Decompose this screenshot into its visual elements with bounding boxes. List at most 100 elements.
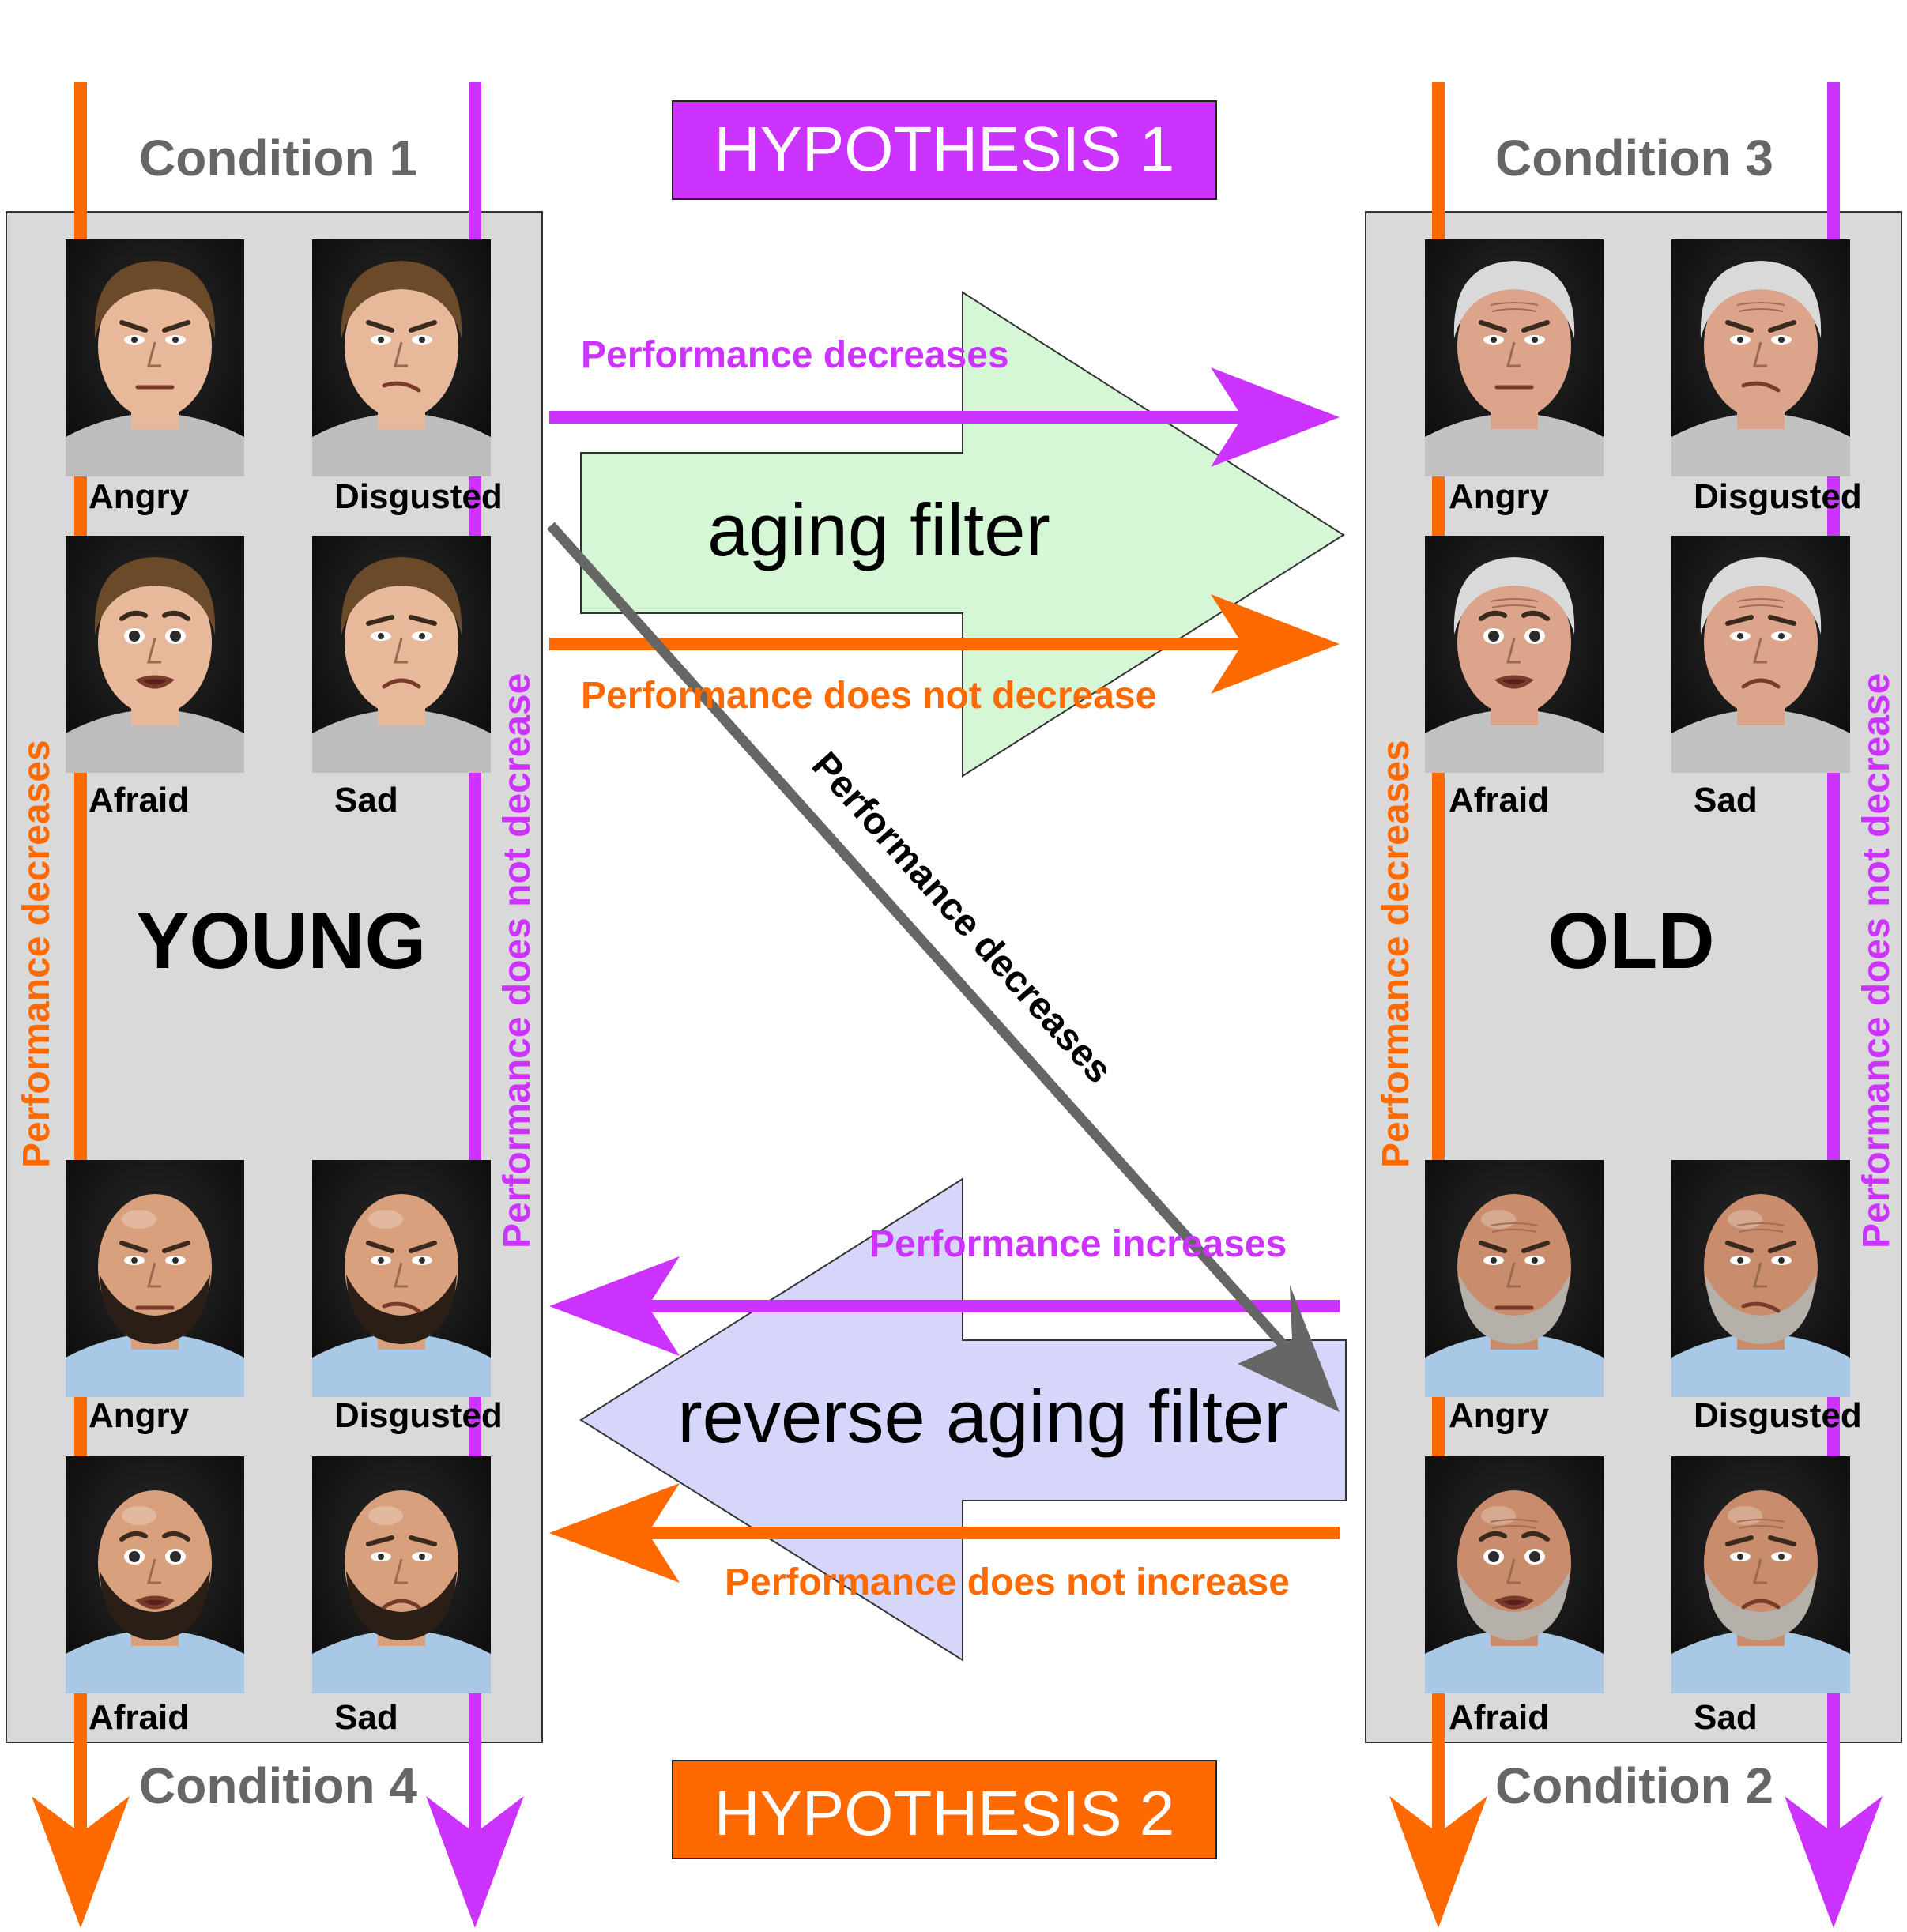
pupil: [378, 337, 384, 343]
nose: [1753, 341, 1767, 367]
label-old1-sad: Sad: [1694, 781, 1758, 819]
nose: [1753, 1558, 1767, 1584]
label-young2-sad: Sad: [334, 1698, 398, 1737]
label-young1-sad: Sad: [334, 781, 398, 819]
mouth: [382, 1599, 421, 1610]
hair: [94, 557, 216, 635]
pupil: [131, 337, 138, 343]
diagonal-arrow-line: [547, 522, 1300, 1363]
mouth: [1741, 1599, 1781, 1610]
brow: [1521, 610, 1550, 621]
right-purple-label: Performance does not decrease: [1856, 673, 1898, 1248]
brow: [1479, 610, 1507, 621]
head-highlight: [122, 1506, 156, 1525]
brow: [409, 615, 437, 626]
brow: [1768, 1241, 1796, 1253]
wrinkles: [1490, 1519, 1539, 1529]
hair: [1700, 557, 1822, 635]
right-orange-label: Performance decreases: [1375, 740, 1417, 1168]
label-old2-afraid: Afraid: [1449, 1698, 1549, 1737]
head-highlight: [1481, 1506, 1516, 1525]
brow: [366, 1535, 394, 1546]
brow: [366, 1241, 394, 1253]
perf-increases-label: Performance increases: [869, 1223, 1287, 1265]
h1-orange-arrowhead: [1211, 594, 1340, 694]
face-young2-sad: [312, 1456, 491, 1693]
pupil: [419, 337, 425, 343]
brow: [409, 1241, 437, 1253]
head-highlight: [1481, 1210, 1516, 1229]
condition-3-label: Condition 3: [1495, 130, 1773, 186]
nose: [1753, 638, 1767, 664]
face-young1-afraid: [66, 536, 244, 773]
brow: [1725, 615, 1754, 626]
face-photos: [66, 239, 1850, 1693]
pupil: [378, 1257, 384, 1264]
wrinkles: [1736, 1222, 1785, 1233]
condition-1-label: Condition 1: [139, 130, 417, 186]
beard: [100, 1275, 210, 1344]
reverse-aging-filter-arrow: [579, 1177, 1347, 1662]
pupil: [1778, 1257, 1785, 1264]
shirt: [66, 1334, 244, 1397]
hair: [1700, 261, 1822, 338]
label-young1-disgusted: Disgusted: [334, 477, 503, 516]
face-old1-afraid: [1425, 536, 1604, 773]
shirt: [1425, 710, 1604, 773]
mouth: [1741, 381, 1781, 393]
hair: [341, 557, 462, 635]
label-young1-afraid: Afraid: [89, 781, 189, 819]
face-old1-sad: [1671, 536, 1850, 773]
shirt: [1671, 1630, 1850, 1693]
label-old2-angry: Angry: [1449, 1396, 1550, 1435]
wrinkles: [1736, 598, 1785, 608]
pupil: [1737, 337, 1743, 343]
mouth: [1741, 1301, 1781, 1313]
perf-decreases-label: Performance decreases: [581, 334, 1009, 376]
right-purple-arrowhead: [1785, 1796, 1883, 1928]
young-label: YOUNG: [137, 897, 427, 985]
brow: [119, 1531, 148, 1542]
pupil: [1532, 1257, 1538, 1264]
pupil: [1529, 1551, 1540, 1562]
pupil: [378, 633, 384, 639]
face-young2-disgusted: [312, 1160, 491, 1397]
face-old2-disgusted: [1671, 1160, 1850, 1397]
face-old1-disgusted: [1671, 239, 1850, 476]
diagonal-arrowhead: [1238, 1285, 1340, 1412]
pupil: [1778, 633, 1785, 639]
label-old2-sad: Sad: [1694, 1698, 1758, 1737]
shirt: [1671, 710, 1850, 773]
beard: [1705, 1275, 1816, 1344]
label-old1-afraid: Afraid: [1449, 781, 1549, 819]
nose: [1506, 638, 1521, 664]
beard: [346, 1275, 457, 1344]
aging-filter-label: aging filter: [707, 488, 1050, 571]
left-purple-label: Performance does not decrease: [496, 673, 538, 1248]
pupil: [419, 1554, 425, 1560]
h1-purple-arrowhead: [1211, 367, 1340, 467]
brow: [162, 320, 190, 333]
pupil: [172, 337, 179, 343]
hair: [341, 261, 462, 338]
mouth: [1494, 1595, 1534, 1610]
wrinkles: [1490, 302, 1539, 312]
beard: [346, 1571, 457, 1640]
pupil: [419, 633, 425, 639]
brow: [366, 320, 394, 333]
brow: [162, 610, 190, 621]
pupil: [129, 1551, 140, 1562]
brow: [1768, 320, 1796, 333]
old-label: OLD: [1547, 897, 1714, 985]
face-old2-afraid: [1425, 1456, 1604, 1693]
head-highlight: [1728, 1210, 1762, 1229]
brow: [1725, 320, 1754, 333]
brow: [409, 320, 437, 333]
label-young1-angry: Angry: [89, 477, 190, 516]
pupil: [170, 1551, 181, 1562]
beard: [100, 1571, 210, 1640]
brow: [1725, 1535, 1754, 1546]
pupil: [172, 1257, 179, 1264]
brow: [1479, 320, 1507, 333]
brow: [1768, 615, 1796, 626]
